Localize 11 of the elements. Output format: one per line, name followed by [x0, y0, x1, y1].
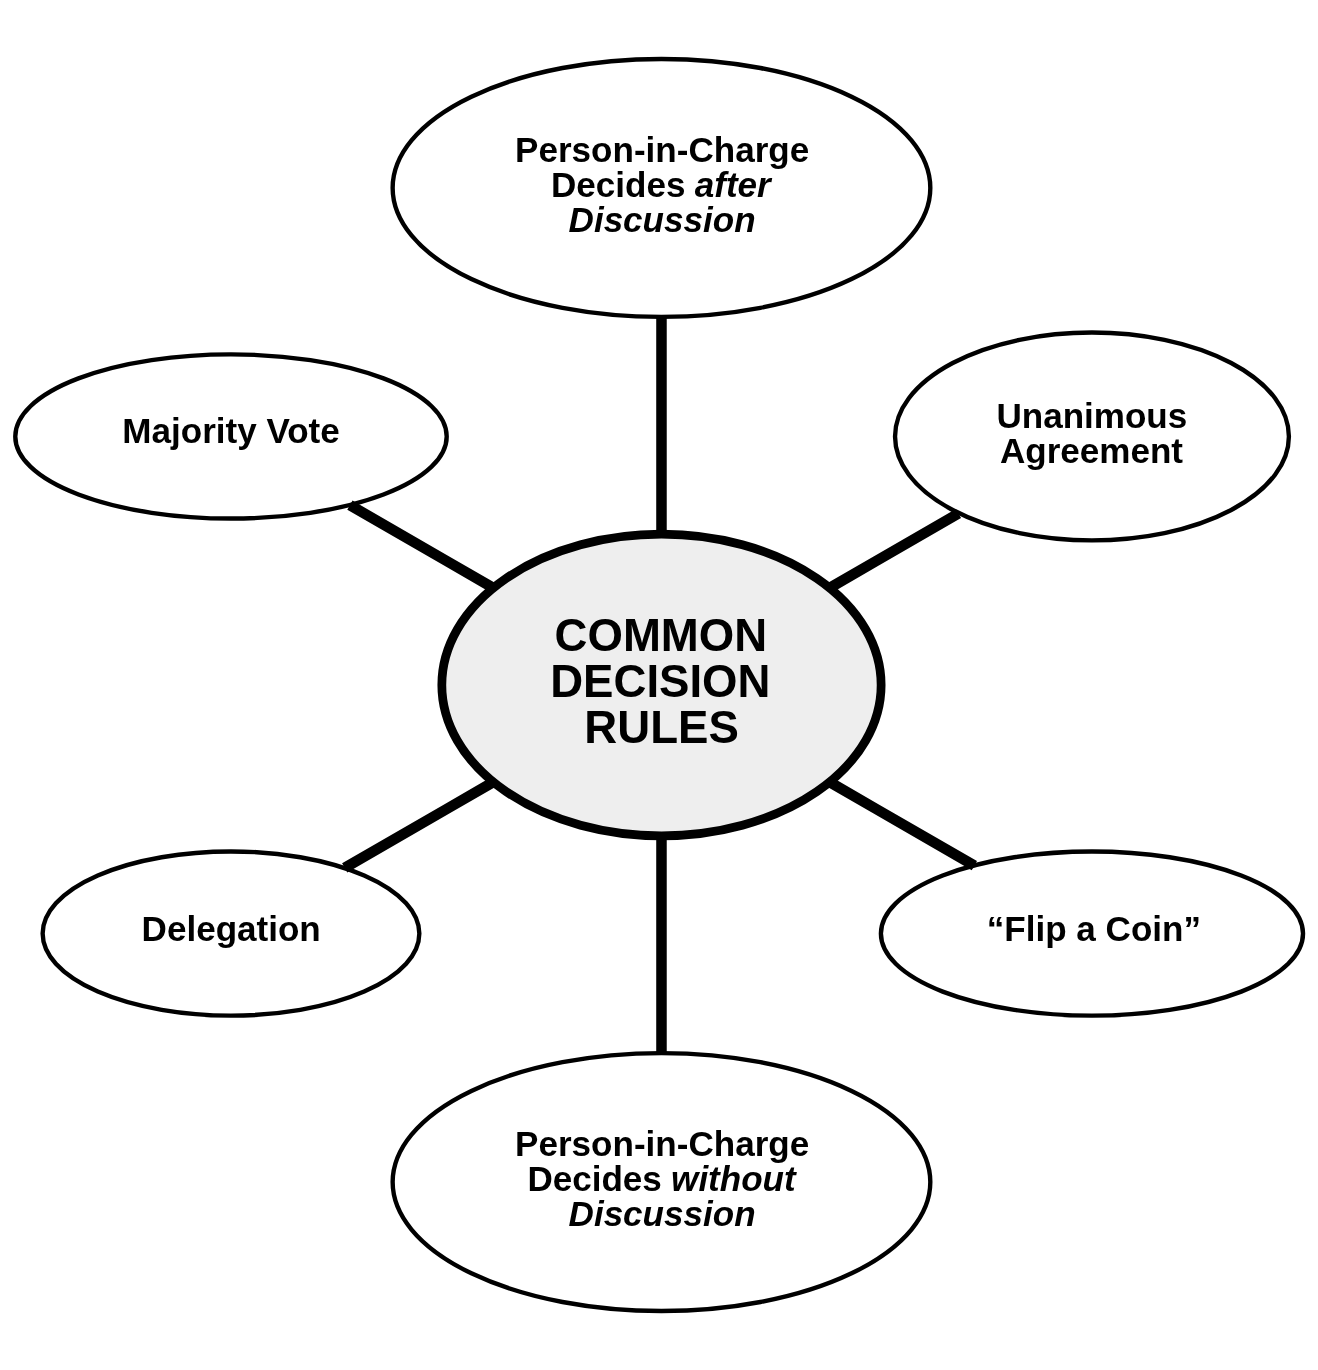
node-ellipse: Delegation — [40, 849, 422, 1018]
node-ellipse: Unanimous Agreement — [892, 330, 1292, 543]
node-ellipse: COMMON DECISION RULES — [437, 529, 886, 841]
connector — [827, 777, 977, 871]
node-ellipse: Person-in-Charge Decides without Discussion — [390, 1050, 933, 1314]
node-ellipse: Person-in-Charge Decides after Discussion — [390, 56, 933, 320]
connector — [347, 500, 496, 593]
connector — [827, 509, 962, 593]
connector — [342, 777, 496, 873]
node-ellipse: Majority Vote — [13, 352, 449, 521]
node-ellipse: “Flip a Coin” — [878, 849, 1306, 1018]
